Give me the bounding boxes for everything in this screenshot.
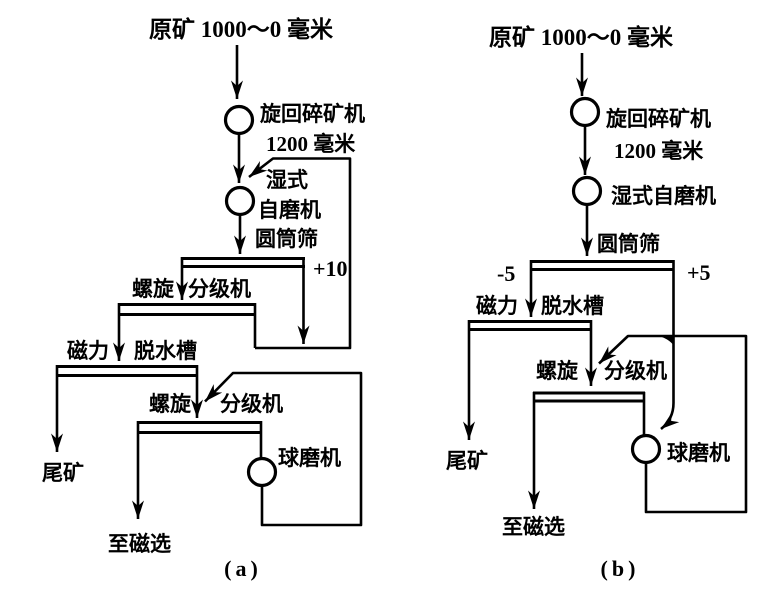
wet-ag-mill-symbol-a xyxy=(224,185,256,217)
crusher-label-a: 旋回碎矿机 xyxy=(259,102,365,126)
ball-mill-return-loop-b xyxy=(598,334,748,514)
mill-label-line2-a: 自磨机 xyxy=(258,198,321,222)
trommel-screen-bar-b xyxy=(530,260,674,271)
gyratory-crusher-symbol-b xyxy=(569,96,601,128)
trommel-screen-bar-a xyxy=(181,257,305,268)
tailings-label-a: 尾矿 xyxy=(42,461,84,485)
caption-b: (b) xyxy=(601,556,640,581)
recycle-to-mill-loop-a xyxy=(248,157,352,350)
screen-label-a: 圆筒筛 xyxy=(255,227,318,251)
dewater-label-left-b: 磁力 xyxy=(476,294,518,318)
feed-title-a: 原矿 1000～0 毫米 xyxy=(149,16,334,42)
ball-mill-label-b: 球磨机 xyxy=(667,441,730,465)
wet-ag-mill-symbol-b xyxy=(571,175,603,207)
caption-a: (a) xyxy=(224,556,262,581)
oversize-label-b: +5 xyxy=(687,260,711,285)
dewater-label-left-a: 磁力 xyxy=(67,339,109,363)
classifier-label-right-b: 分级机 xyxy=(604,359,667,383)
spiral-classifier1-bar-a xyxy=(118,303,256,316)
crusher-size-label-b: 1200 毫米 xyxy=(614,139,704,163)
feed-title-b: 原矿 1000～0 毫米 xyxy=(489,24,674,50)
diagram-b: 原矿 1000～0 毫米 旋回碎矿机 1200 毫米 湿式自磨机 圆筒筛 -5 … xyxy=(446,24,748,581)
line-crossing-fillet-b xyxy=(653,335,673,345)
classifier1-label-right-a: 分级机 xyxy=(188,277,251,301)
classifier2-label-right-a: 分级机 xyxy=(220,392,283,416)
undersize-label-b: -5 xyxy=(497,261,515,286)
dewater-label-right-a: 脱水槽 xyxy=(134,339,197,363)
ball-mill-symbol-a xyxy=(246,456,278,488)
dewater-label-right-b: 脱水槽 xyxy=(541,294,604,318)
ball-mill-return-loop-a xyxy=(204,371,363,527)
oversize-to-ballmill-arrow-b xyxy=(660,260,680,431)
diagram-a: 原矿 1000～0 毫米 旋回碎矿机 1200 毫米 湿式 自磨机 圆筒筛 +1… xyxy=(42,16,365,581)
ball-mill-label-a: 球磨机 xyxy=(278,446,341,470)
classifier1-label-left-a: 螺旋 xyxy=(132,277,175,301)
spiral-classifier-bar-b xyxy=(533,391,645,403)
classifier-label-left-b: 螺旋 xyxy=(536,359,579,383)
tailings-label-b: 尾矿 xyxy=(446,449,488,473)
to-magnetic-label-b: 至磁选 xyxy=(502,515,565,539)
dewatering-tank-bar-a xyxy=(56,365,198,377)
dewatering-tank-bar-b xyxy=(468,320,592,331)
gyratory-crusher-symbol-a xyxy=(223,104,255,136)
classifier2-label-left-a: 螺旋 xyxy=(149,392,192,416)
screen-label-b: 圆筒筛 xyxy=(597,232,660,256)
ball-mill-symbol-b xyxy=(630,433,662,465)
to-magnetic-label-a: 至磁选 xyxy=(108,532,171,556)
spiral-classifier2-bar-a xyxy=(137,421,262,434)
crusher-size-label-a: 1200 毫米 xyxy=(266,132,356,156)
oversize-label-a: +10 xyxy=(313,256,348,281)
crusher-label-b: 旋回碎矿机 xyxy=(605,107,711,131)
mill-label-b: 湿式自磨机 xyxy=(611,184,716,208)
mill-label-line1-a: 湿式 xyxy=(266,168,308,192)
